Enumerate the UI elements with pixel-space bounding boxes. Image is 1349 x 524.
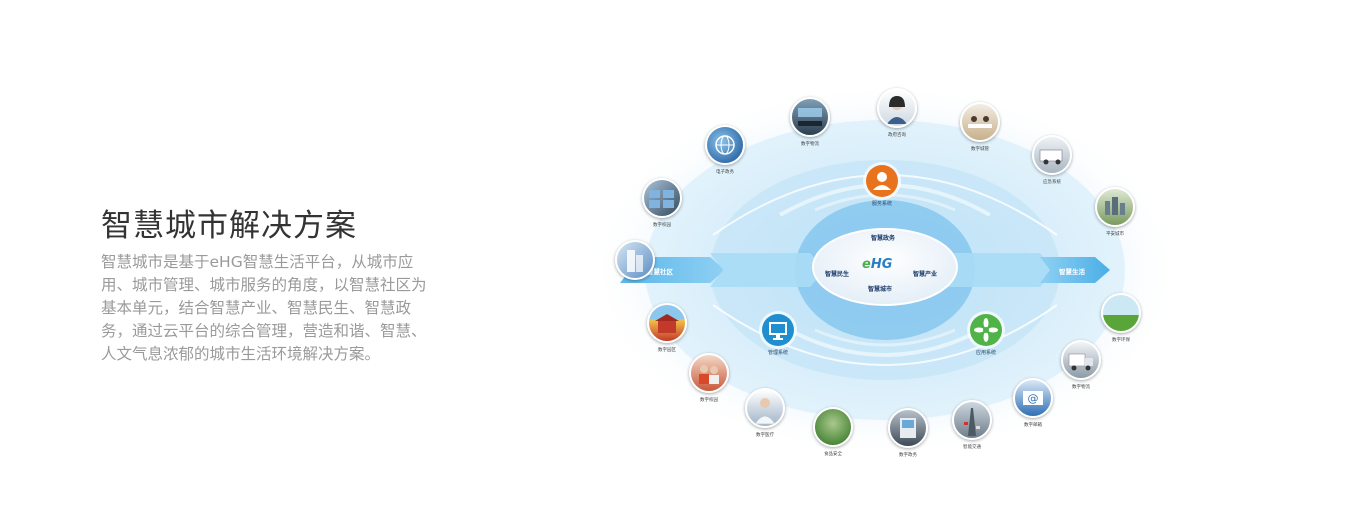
node-digital-campus-students[interactable]: 数字校园: [689, 353, 729, 403]
node-label: 食品安全: [824, 452, 842, 457]
node-label: 政府咨询: [888, 133, 906, 138]
meeting-icon: [960, 102, 1000, 142]
node-safe-city[interactable]: 平安城市: [1095, 187, 1135, 237]
node-label: 数字政务: [899, 453, 917, 458]
node-smart-traffic[interactable]: 智能交通: [952, 400, 992, 450]
node-government-consulting[interactable]: 政府咨询: [877, 88, 917, 138]
node-digital-city-management[interactable]: 数字城管: [960, 102, 1000, 152]
temple-icon: [647, 303, 687, 343]
node-digital-community[interactable]: [615, 240, 655, 280]
intro-body: 智慧城市是基于eHG智慧生活平台，从城市应用、城市管理、城市服务的角度，以智慧社…: [101, 253, 427, 363]
ehg-logo: eHG: [862, 257, 893, 272]
city-icon: [1095, 187, 1135, 227]
node-digital-medical[interactable]: 数字医疗: [745, 388, 785, 438]
screens-icon: [642, 178, 682, 218]
node-digital-park[interactable]: 数字园区: [647, 303, 687, 353]
node-digital-mailbox[interactable]: @ 数字邮箱: [1013, 378, 1053, 428]
diagram-background: [585, 85, 1175, 460]
intro-section: 智慧城市解决方案 智慧城市是基于eHG智慧生活平台，从城市应用、城市管理、城市服…: [101, 200, 441, 366]
node-label: 应急系统: [1043, 180, 1061, 185]
traffic-icon: [952, 400, 992, 440]
core-top-label: 智慧政务: [871, 235, 896, 242]
monitor-icon: [762, 314, 794, 346]
grassland-icon: [1101, 293, 1141, 333]
node-label: 数字城管: [971, 147, 989, 152]
node-label: 数字物流: [801, 142, 819, 147]
node-label: 电子政务: [716, 170, 734, 175]
flower-icon: [970, 314, 1002, 346]
node-label: 数字医疗: [756, 433, 774, 438]
globe-icon: [705, 125, 745, 165]
node-label: 数字邮箱: [1024, 423, 1042, 428]
kiosk-icon: [888, 408, 928, 448]
core-left-label: 智慧民生: [825, 271, 850, 278]
system-label: 应用系统: [975, 350, 996, 356]
node-label: 数字园区: [658, 348, 676, 353]
node-food-safety[interactable]: 食品安全: [813, 407, 853, 457]
node-digital-environment[interactable]: 数字环保: [1101, 293, 1141, 343]
email-icon: @: [1013, 378, 1053, 418]
control-room-icon: [790, 97, 830, 137]
node-label: 数字校园: [700, 398, 718, 403]
node-e-government[interactable]: 电子政务: [705, 125, 745, 175]
node-label: 数字校园: [653, 223, 671, 228]
students-icon: [689, 353, 729, 393]
node-digital-government-kiosk[interactable]: 数字政务: [888, 408, 928, 458]
ambulance-icon: [1032, 135, 1072, 175]
truck-icon: [1061, 340, 1101, 380]
core-bottom-label: 智慧城市: [868, 286, 893, 293]
node-digital-logistics-control[interactable]: 数字物流: [790, 97, 830, 147]
node-label: 智能交通: [963, 445, 981, 450]
intro-title: 智慧城市解决方案: [101, 208, 357, 244]
node-label: 平安城市: [1106, 232, 1124, 237]
core-right-label: 智慧产业: [913, 271, 938, 278]
operator-icon: [877, 88, 917, 128]
svg-text:@: @: [1028, 392, 1039, 405]
smart-city-diagram: 智慧社区 智慧生活 智慧政务 智慧民生 智慧产业 智慧城市 eHG 服务系统 管…: [585, 85, 1175, 465]
node-emergency-system[interactable]: 应急系统: [1032, 135, 1072, 185]
node-label: 数字环保: [1112, 338, 1130, 343]
building-icon: [615, 240, 655, 280]
system-application[interactable]: 应用系统: [961, 314, 1011, 356]
node-digital-campus-screens[interactable]: 数字校园: [642, 178, 682, 228]
system-service[interactable]: 服务系统: [857, 165, 907, 207]
person-icon: [866, 165, 898, 197]
system-management[interactable]: 管理系统: [753, 314, 803, 356]
right-arrow-label: 智慧生活: [1059, 268, 1085, 276]
left-arrow-label: 智慧社区: [647, 268, 673, 276]
node-label: 数字物流: [1072, 385, 1090, 390]
system-label: 服务系统: [871, 201, 892, 207]
system-label: 管理系统: [767, 350, 788, 356]
vegetables-icon: [813, 407, 853, 447]
node-digital-logistics-truck[interactable]: 数字物流: [1061, 340, 1101, 390]
doctor-icon: [745, 388, 785, 428]
